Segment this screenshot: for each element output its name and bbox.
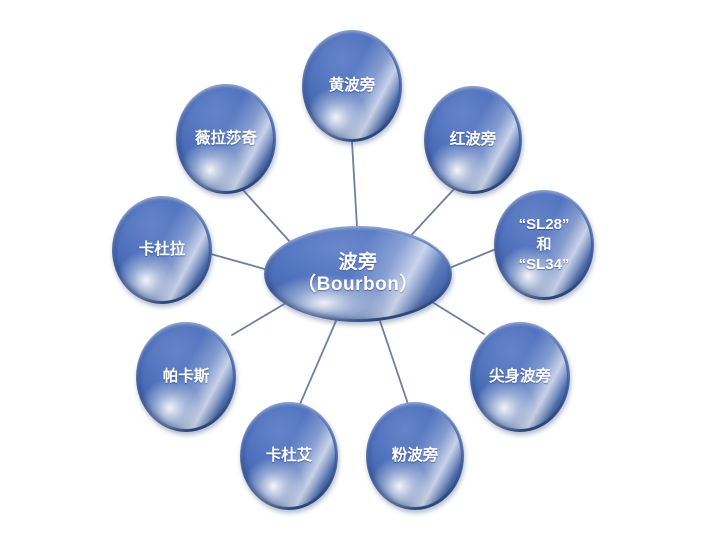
node-yellow-bourbon[interactable]: 黄波旁 (302, 30, 402, 142)
connector-center-to-catuai (299, 320, 337, 405)
connector-center-to-caturra (210, 253, 269, 271)
node-yellow-bourbon-label: 黄波旁 (328, 76, 376, 94)
node-bourbon-pointu[interactable]: 尖身波旁 (470, 322, 570, 432)
node-red-bourbon-label: 红波旁 (449, 130, 497, 148)
node-villa-sarchi[interactable]: 薇拉莎奇 (176, 84, 276, 194)
node-caturra-label: 卡杜拉 (138, 240, 186, 258)
node-catuai[interactable]: 卡杜艾 (240, 402, 338, 510)
node-pink-bourbon-label: 粉波旁 (391, 446, 439, 464)
node-red-bourbon[interactable]: 红波旁 (424, 86, 522, 194)
node-pacas-label: 帕卡斯 (162, 367, 210, 385)
node-bourbon-pointu-label: 尖身波旁 (488, 367, 551, 385)
node-caturra[interactable]: 卡杜拉 (112, 196, 212, 304)
node-pacas[interactable]: 帕卡斯 (136, 322, 236, 432)
connector-center-to-villa (242, 189, 292, 244)
node-center-label: 波旁 （Bourbon） (297, 251, 419, 295)
connector-center-to-pacas (231, 302, 287, 336)
connector-center-to-sl (446, 248, 497, 270)
connector-center-to-red (403, 187, 456, 244)
node-sl28-sl34[interactable]: “SL28” 和 “SL34” (494, 190, 594, 300)
connector-center-to-pink (379, 320, 409, 405)
connector-center-to-yellow (351, 141, 358, 228)
connector-center-to-pointu (431, 301, 485, 335)
node-pink-bourbon[interactable]: 粉波旁 (366, 402, 464, 510)
node-sl28-sl34-label: “SL28” 和 “SL34” (518, 216, 570, 273)
node-catuai-label: 卡杜艾 (265, 446, 313, 464)
node-center-bourbon[interactable]: 波旁 （Bourbon） (264, 226, 452, 322)
node-villa-sarchi-label: 薇拉莎奇 (194, 129, 257, 147)
